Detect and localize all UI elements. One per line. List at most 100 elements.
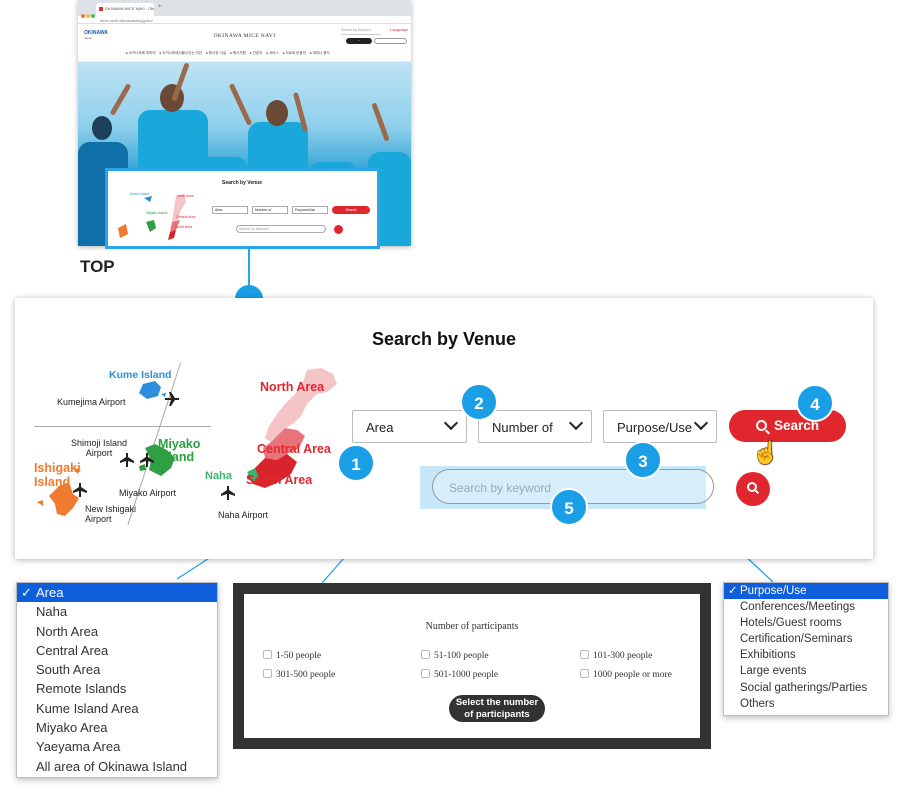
search-button-label: Search xyxy=(773,418,820,433)
window-controls xyxy=(81,5,96,23)
browser-tab[interactable]: OKINAWA MICE NAVI - Okinawa xyxy=(96,3,154,16)
checkbox-icon[interactable] xyxy=(580,669,589,678)
thumb-round-search[interactable] xyxy=(334,225,343,234)
participants-title: Number of participants xyxy=(425,621,519,632)
thumb-card-title: Search by Venue xyxy=(221,180,263,186)
keyword-search-button[interactable] xyxy=(736,472,770,506)
chevron-down-icon xyxy=(693,415,709,431)
area-option[interactable]: South Area xyxy=(36,662,101,678)
participants-select[interactable]: Number of xyxy=(478,410,592,443)
search-icon xyxy=(747,482,757,492)
header-pill-dark[interactable]: ·· xyxy=(346,38,372,44)
thumb-search-button[interactable]: Search xyxy=(332,206,370,214)
purpose-option[interactable]: Certification/Seminars xyxy=(740,633,853,646)
map-label-miyako-airport: Miyako Airport xyxy=(119,488,177,498)
map-label-kume-island[interactable]: Kume Island xyxy=(109,369,172,381)
thumb-search-card: Search by Venue Kume Island North Area C… xyxy=(106,170,378,246)
purpose-option[interactable]: Conferences/Meetings xyxy=(740,601,856,614)
map-label-north-area[interactable]: North Area xyxy=(260,380,325,394)
participants-checkbox[interactable]: 301-500 people xyxy=(263,669,335,680)
callout-badge-5: 5 xyxy=(550,488,588,526)
thumb-keyword-input[interactable]: Search by keyword xyxy=(236,225,326,233)
site-brand: OKINAWA MICE NAVI xyxy=(213,33,276,39)
map-label-ishigaki-island[interactable]: Ishigaki Island xyxy=(34,461,81,489)
nav-item[interactable]: 세미나 행사 xyxy=(310,51,330,56)
chevron-down-icon xyxy=(443,415,459,431)
nav-item[interactable]: 서비스 xyxy=(266,51,279,56)
purpose-option[interactable]: Exhibitions xyxy=(740,649,796,662)
thumb-map-label: South Area xyxy=(175,225,193,229)
area-option[interactable]: Kume Island Area xyxy=(36,700,139,716)
purpose-dropdown: ✓Purpose/Use Conferences/Meetings Hotels… xyxy=(723,582,889,716)
chevron-down-icon xyxy=(568,415,584,431)
area-option[interactable]: ✓Area xyxy=(17,583,217,603)
address-bar[interactable]: mice.ocvb.okinawastory.jp/ko/ xyxy=(78,16,411,24)
checkmark-icon: ✓ xyxy=(728,585,738,597)
purpose-select[interactable]: Purpose/Use xyxy=(603,410,717,443)
callout-badge-1: 1 xyxy=(337,444,375,482)
browser-tab-bar: OKINAWA MICE NAVI - Okinawa + xyxy=(78,0,411,18)
map-label-naha[interactable]: Naha xyxy=(205,470,232,482)
nav-item[interactable]: 행사장·시설 xyxy=(206,51,226,56)
thumb-area-select[interactable]: Area xyxy=(212,206,248,214)
purpose-select-value: Purpose/Use xyxy=(617,420,693,435)
checkbox-icon[interactable] xyxy=(421,650,430,659)
participants-checkbox[interactable]: 101-300 people xyxy=(580,650,652,661)
nav-item[interactable]: 관광지 xyxy=(250,51,263,56)
purpose-option[interactable]: ✓Purpose/Use xyxy=(724,583,888,600)
purpose-option[interactable]: Large events xyxy=(740,665,807,678)
checkmark-icon: ✓ xyxy=(21,585,32,600)
callout-badge-2: 2 xyxy=(460,383,498,421)
purpose-option[interactable]: Others xyxy=(740,697,775,710)
map-label-miyako-island[interactable]: Miyako Island xyxy=(158,437,201,464)
header-pill-light[interactable]: ·· xyxy=(374,38,407,44)
area-option[interactable]: All area of Okinawa Island xyxy=(36,758,188,774)
participants-checkbox[interactable]: 501-1000 people xyxy=(421,669,498,680)
map-label-south-area[interactable]: South Area xyxy=(246,473,313,487)
checkbox-icon[interactable] xyxy=(263,650,272,659)
map-label-central-area[interactable]: Central Area xyxy=(257,442,331,456)
map-label-shimoji-airport: Shimoji Island Airport xyxy=(71,438,128,458)
thumb-purpose-select[interactable]: Purpose/Use xyxy=(292,206,328,214)
area-option[interactable]: Naha xyxy=(36,604,68,620)
language-link[interactable]: Language xyxy=(390,27,408,32)
participants-checkbox[interactable]: 1000 people or more xyxy=(580,669,672,680)
search-button[interactable]: Search xyxy=(729,410,846,442)
thumb-map-label: Central Area xyxy=(176,215,196,219)
panel-title: Search by Venue xyxy=(371,329,517,349)
nav-item[interactable]: 오키나와에 대하여 xyxy=(126,51,156,56)
select-participants-button[interactable]: Select the number of participants xyxy=(449,695,545,722)
map-label-new-ishigaki-airport: New Ishigaki Airport xyxy=(85,504,137,524)
participants-checkbox[interactable]: 1-50 people xyxy=(263,650,321,661)
purpose-option[interactable]: Hotels/Guest rooms xyxy=(740,617,842,630)
area-option[interactable]: Yaeyama Area xyxy=(36,739,121,755)
area-option[interactable]: North Area xyxy=(36,623,99,639)
purpose-option[interactable]: Social gatherings/Parties xyxy=(740,681,868,694)
participants-checkbox[interactable]: 51-100 people xyxy=(421,650,489,661)
nav-item[interactable]: 자료와 문을의 xyxy=(283,51,306,56)
nav-item[interactable]: 행사지원 xyxy=(230,51,246,56)
thumb-map xyxy=(118,194,186,240)
checkbox-icon[interactable] xyxy=(421,669,430,678)
hand-cursor-icon: ☝ xyxy=(752,440,780,465)
top-caption: TOP xyxy=(80,257,115,276)
site-search-input[interactable]: Search by keyword xyxy=(341,28,381,35)
new-tab-icon[interactable]: + xyxy=(158,4,162,10)
area-option[interactable]: Remote Islands xyxy=(36,681,127,697)
thumb-participants-select[interactable]: Number of xyxy=(252,206,288,214)
connector-line xyxy=(248,249,250,288)
area-select[interactable]: Area xyxy=(352,410,467,443)
area-option[interactable]: Central Area xyxy=(36,642,109,658)
participants-select-value: Number of xyxy=(492,420,553,435)
participants-popup: Number of participants 1-50 people 51-10… xyxy=(233,583,711,749)
thumb-map-label: Miyako Island xyxy=(146,211,168,215)
search-by-venue-panel: Search by Venue xyxy=(15,298,873,559)
checkbox-icon[interactable] xyxy=(580,650,589,659)
checkbox-icon[interactable] xyxy=(263,669,272,678)
area-option[interactable]: Miyako Area xyxy=(36,720,108,736)
callout-badge-4: 4 xyxy=(796,384,834,422)
nav-item[interactable]: 오키나와에서할수있는 미션 xyxy=(160,51,202,56)
